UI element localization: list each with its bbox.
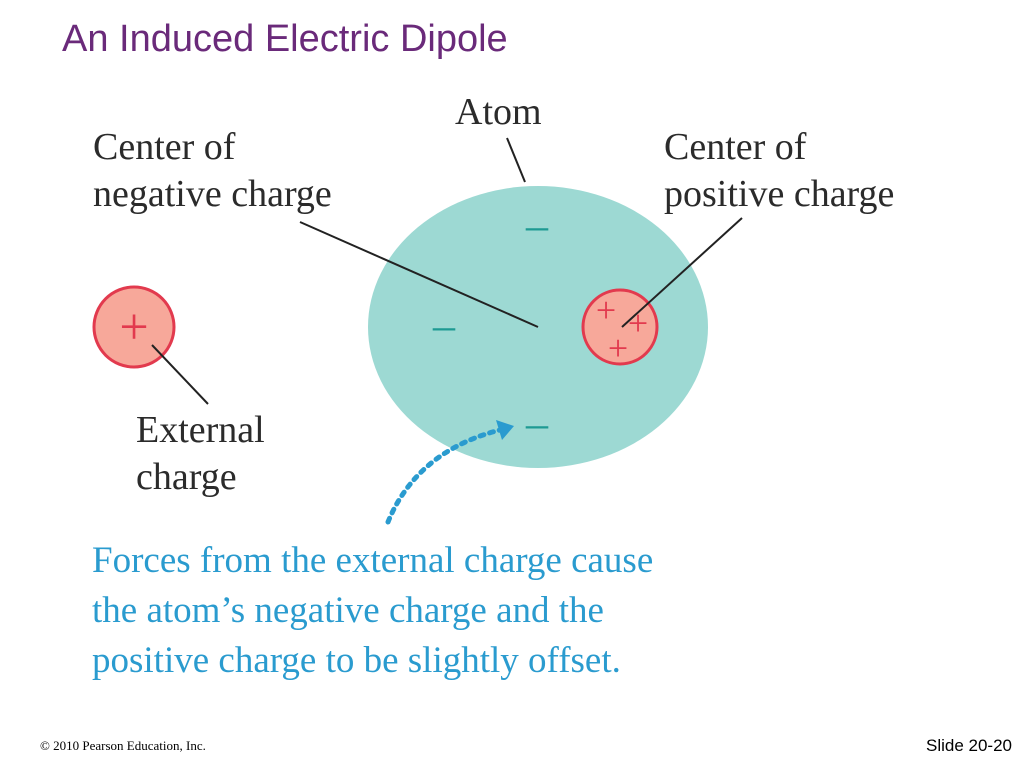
positive-center-label: Center of positive charge: [664, 124, 894, 218]
positive-center-label-line-2: positive charge: [664, 173, 895, 215]
offset-force-arrowhead: [496, 420, 514, 440]
atom-leader-line: [506, 137, 526, 183]
external-charge-label-line-2: charge: [136, 456, 237, 498]
atom-negative-sign-top: –: [525, 201, 549, 250]
caption-line-3: positive charge to be slightly offset.: [92, 640, 621, 681]
offset-force-arrow: [385, 427, 503, 525]
external-charge-leader-line: [151, 344, 209, 405]
positive-center-leader-line: [621, 217, 743, 328]
positive-cluster-sign-3: +: [608, 328, 628, 368]
external-charge-label-line-1: External: [136, 409, 265, 451]
atom-label-text: Atom: [455, 91, 542, 133]
negative-center-leader-line: [299, 221, 539, 328]
slide-title: An Induced Electric Dipole: [62, 18, 508, 60]
positive-center-circle: [581, 288, 659, 366]
negative-center-label-line-2: negative charge: [93, 173, 332, 215]
positive-cluster-sign-2: +: [628, 303, 648, 343]
positive-cluster-sign-1: +: [596, 290, 616, 330]
atom-label: Atom: [455, 89, 542, 136]
negative-center-label-line-1: Center of: [93, 126, 236, 168]
copyright-footer: © 2010 Pearson Education, Inc.: [40, 738, 206, 753]
negative-center-label: Center of negative charge: [93, 124, 332, 218]
external-charge-sign: +: [119, 299, 148, 356]
caption-line-1: Forces from the external charge cause: [92, 540, 654, 581]
external-charge-label: External charge: [136, 407, 265, 501]
positive-center-label-line-1: Center of: [664, 126, 807, 168]
diagram-caption: Forces from the external charge cause th…: [92, 536, 653, 686]
atom-negative-sign-left: –: [432, 301, 456, 350]
caption-line-2: the atom’s negative charge and the: [92, 590, 604, 631]
slide-number: Slide 20-20: [925, 736, 1012, 755]
atom-negative-sign-bottom: –: [525, 399, 549, 448]
